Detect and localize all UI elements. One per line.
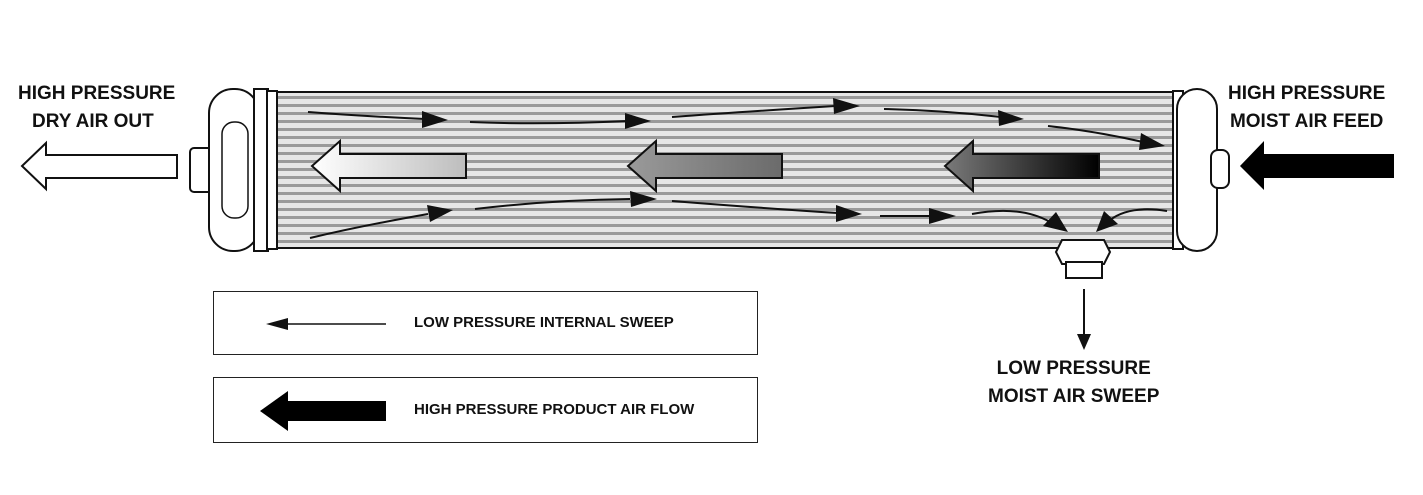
- feed-label: HIGH PRESSURE MOIST AIR FEED: [1228, 80, 1385, 136]
- sweep-outlet-arrowhead: [1077, 334, 1091, 350]
- sweep-arrow-top-4: [883, 108, 1002, 118]
- product-air-arrow-mid: [626, 138, 783, 194]
- sweep-arrow-bottom-1: [309, 213, 429, 239]
- left-flange-1: [253, 88, 269, 252]
- sweep-flow-bottom: [309, 198, 1168, 239]
- sweep-flow-top: [307, 105, 1144, 143]
- left-flange-2: [266, 90, 278, 250]
- outlet-label: HIGH PRESSURE DRY AIR OUT: [18, 80, 175, 136]
- sweep-arrow-bottom-3: [671, 200, 838, 214]
- sweep-arrowheads-top: [422, 98, 1165, 150]
- product-air-arrow-light: [310, 138, 467, 194]
- moist-air-feed-arrow: [1240, 141, 1394, 190]
- outlet-label-line-2: DRY AIR OUT: [32, 111, 154, 132]
- legend-thin-arrow-icon: [266, 318, 386, 330]
- feed-label-line-2: MOIST AIR FEED: [1229, 111, 1384, 132]
- sweep-outlet-fitting: [1065, 261, 1103, 279]
- sweep-arrow-bottom-5: [971, 209, 1051, 223]
- sweep-arrow-top-2: [469, 120, 629, 125]
- legend-thick-arrow-icon: [260, 391, 386, 431]
- legend-internal-sweep: LOW PRESSURE INTERNAL SWEEP: [213, 291, 758, 355]
- sweep-out-label: LOW PRESSURE MOIST AIR SWEEP: [988, 355, 1159, 411]
- outlet-label-line-1: HIGH PRESSURE: [18, 83, 176, 104]
- left-end-cap-ring: [221, 121, 249, 219]
- sweep-arrowheads-bottom: [427, 191, 1118, 232]
- dry-air-out-arrow: [20, 140, 178, 192]
- sweep-arrow-top-1: [307, 111, 426, 120]
- sweep-out-label-line-1: LOW PRESSURE: [996, 358, 1151, 379]
- sweep-arrow-top-5: [1047, 125, 1144, 143]
- product-air-arrow-dark: [943, 138, 1100, 194]
- legend-product-flow-label: HIGH PRESSURE PRODUCT AIR FLOW: [414, 401, 695, 418]
- sweep-arrow-bottom-2: [474, 198, 631, 210]
- legend-product-flow: HIGH PRESSURE PRODUCT AIR FLOW: [213, 377, 758, 443]
- sweep-outlet-port: [1054, 239, 1112, 265]
- sweep-out-label-line-2: MOIST AIR SWEEP: [988, 386, 1160, 407]
- sweep-arrow-top-3: [671, 105, 836, 118]
- feed-inlet-nub: [1210, 149, 1230, 189]
- sweep-arrow-bottom-6: [1109, 208, 1168, 221]
- legend-internal-sweep-label: LOW PRESSURE INTERNAL SWEEP: [414, 314, 674, 331]
- feed-label-line-1: HIGH PRESSURE: [1228, 83, 1386, 104]
